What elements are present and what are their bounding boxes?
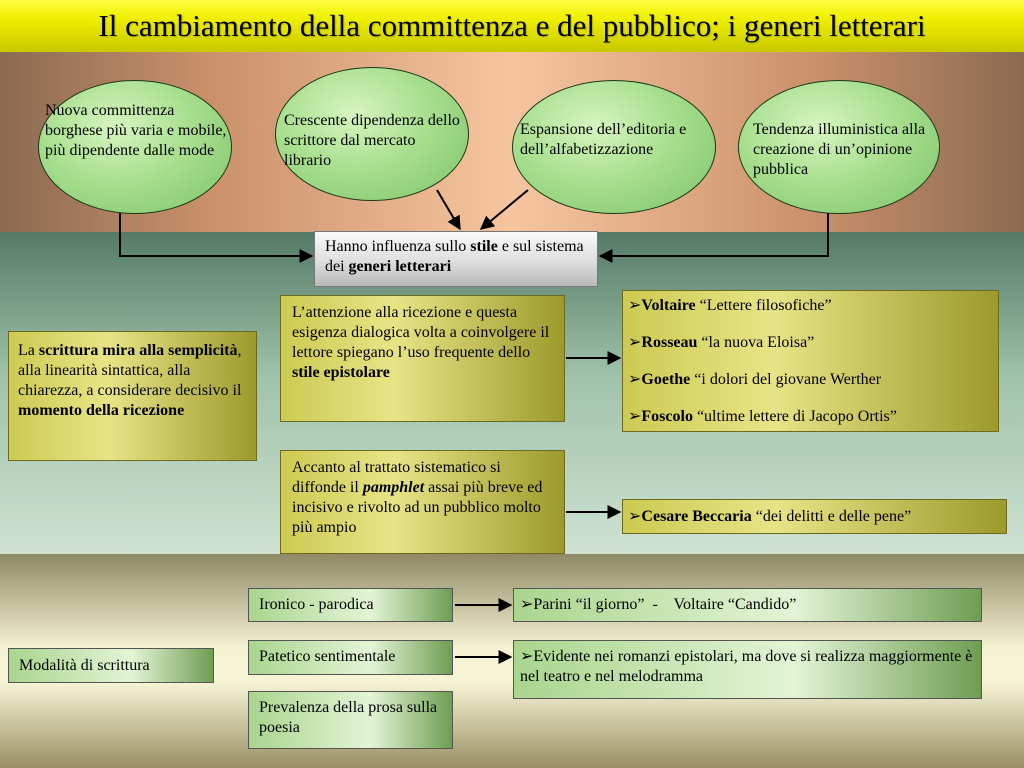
bullet-arrow-icon: ➢ — [628, 408, 642, 425]
bullet-arrow-icon: ➢ — [628, 297, 642, 314]
result-romanzi-box: ➢Evidente nei romanzi epistolari, ma dov… — [513, 640, 982, 699]
slide-title: Il cambiamento della committenza e del p… — [98, 8, 926, 43]
bullet-arrow-icon: ➢ — [628, 334, 642, 351]
author-name: Voltaire — [641, 297, 696, 314]
bullet-arrow-icon: ➢ — [628, 371, 642, 388]
modalita-box: Modalità di scrittura — [8, 648, 214, 683]
influenza-box: Hanno influenza sullo stile e sul sistem… — [314, 231, 598, 287]
author-name: Rosseau — [641, 334, 698, 351]
author-item: ➢Rosseau “la nuova Eloisa” — [628, 333, 993, 353]
connector-arrow — [119, 213, 314, 263]
author-name: Foscolo — [641, 408, 693, 425]
pamphlet-text-1: Accanto al trattato sistematico si diffo… — [292, 459, 501, 496]
scrittura-box: La scrittura mira alla semplicità, alla … — [8, 331, 257, 461]
ricezione-text: L’attenzione alla ricezione e questa esi… — [292, 304, 550, 361]
beccaria-work: “dei delitti e delle pene” — [751, 508, 912, 525]
mode-label: Prevalenza della prosa sulla poesia — [259, 699, 438, 736]
influenza-text-1: Hanno influenza sullo — [325, 238, 471, 255]
beccaria-box: ➢Cesare Beccaria “dei delitti e delle pe… — [622, 499, 1007, 534]
influenza-text-2: e sul sistema dei — [325, 238, 584, 275]
connector-arrow — [436, 189, 461, 231]
ellipse-editoria-text: Espansione dell’editoria e dell’alfabeti… — [520, 121, 687, 158]
influenza-bold-generi: generi letterari — [348, 258, 452, 275]
mode-prosa-box: Prevalenza della prosa sulla poesia — [248, 691, 453, 749]
author-name: Goethe — [641, 371, 691, 388]
scrittura-bold-2: momento della ricezione — [18, 402, 185, 419]
ellipse-dipendenza-mercato — [275, 67, 469, 201]
scrittura-text-1: La — [18, 342, 39, 359]
ellipse-illuminismo — [738, 80, 940, 214]
influenza-bold-stile: stile — [470, 238, 498, 255]
bullet-arrow-icon: ➢ — [520, 596, 534, 613]
mode-ironico-box: Ironico - parodica — [248, 588, 453, 622]
title-bar — [0, 0, 1024, 52]
ricezione-bold: stile epistolare — [292, 364, 390, 381]
connector-arrow — [479, 189, 529, 230]
pamphlet-box: Accanto al trattato sistematico si diffo… — [280, 450, 565, 554]
connector-arrow — [598, 213, 829, 263]
ricezione-box: L’attenzione alla ricezione e questa esi… — [280, 295, 565, 422]
mode-label: Ironico - parodica — [259, 596, 374, 613]
ellipse-editoria — [512, 80, 716, 214]
author-work: “Lettere filosofiche” — [695, 297, 832, 314]
author-item: ➢Foscolo “ultime lettere di Jacopo Ortis… — [628, 407, 993, 427]
bullet-arrow-icon: ➢ — [520, 648, 534, 665]
beccaria-name: Cesare Beccaria — [641, 508, 752, 525]
author-work: “i dolori del giovane Werther — [690, 371, 882, 388]
result-text: Parini “il giorno” - Voltaire “Candido” — [533, 596, 797, 613]
modalita-label: Modalità di scrittura — [19, 657, 150, 674]
author-item: ➢Voltaire “Lettere filosofiche” — [628, 296, 993, 316]
pamphlet-bold-italic: pamphlet — [362, 479, 425, 496]
ellipse-illuminismo-text: Tendenza illuministica alla creazione di… — [753, 121, 926, 178]
bullet-arrow-icon: ➢ — [628, 508, 642, 525]
result-text: Evidente nei romanzi epistolari, ma dove… — [520, 648, 973, 685]
ellipse-nuova-committenza-text: Nuova committenza borghese più varia e m… — [45, 102, 227, 159]
author-work: “ultime lettere di Jacopo Ortis” — [692, 408, 897, 425]
authors-box: ➢Voltaire “Lettere filosofiche” ➢Rosseau… — [622, 290, 999, 432]
author-work: “la nuova Eloisa” — [697, 334, 815, 351]
pamphlet-text-2: assai più breve ed incisivo e rivolto ad… — [292, 479, 543, 536]
result-parini-box: ➢Parini “il giorno” - Voltaire “Candido” — [513, 588, 982, 622]
author-item: ➢Goethe “i dolori del giovane Werther — [628, 370, 993, 390]
mode-patetico-box: Patetico sentimentale — [248, 640, 453, 675]
ellipse-nuova-committenza — [38, 80, 232, 214]
mode-label: Patetico sentimentale — [259, 648, 396, 665]
ellipse-dipendenza-mercato-text: Crescente dipendenza dello scrittore dal… — [284, 112, 460, 169]
scrittura-text-2: , alla linearità sintattica, alla chiare… — [18, 342, 242, 399]
scrittura-bold-1: scrittura mira alla semplicità — [38, 342, 238, 359]
